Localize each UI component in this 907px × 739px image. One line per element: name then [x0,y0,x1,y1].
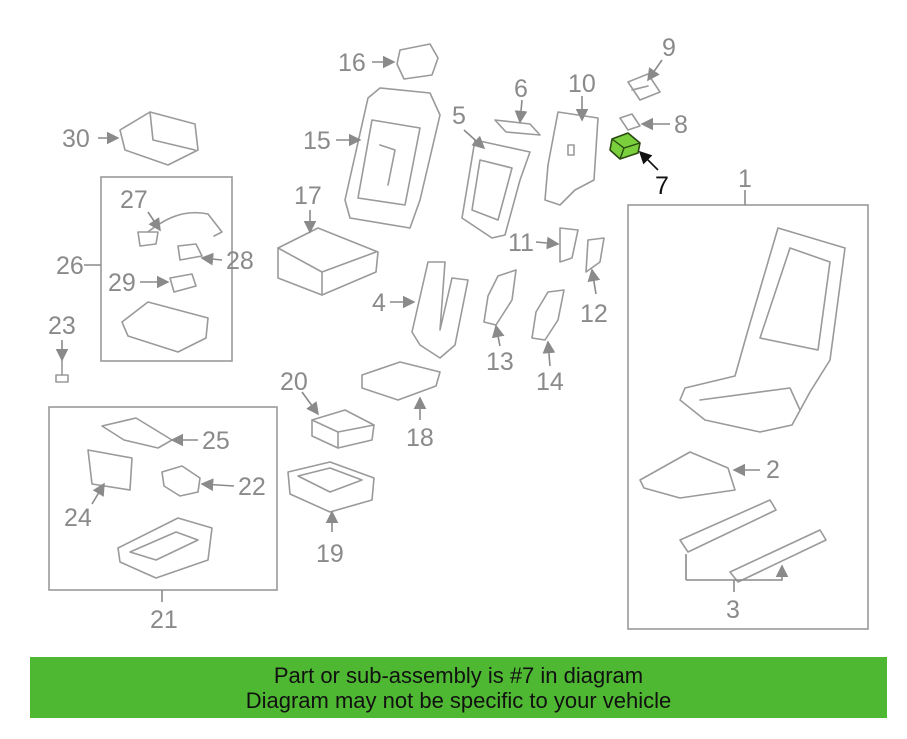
callout-8: 8 [674,111,688,139]
callout-21: 21 [150,606,178,634]
callout-4: 4 [372,289,386,317]
callout-10: 10 [568,70,596,98]
callout-22: 22 [238,473,266,501]
part-10[interactable] [544,111,599,206]
part-6[interactable] [494,119,541,136]
group-box-26 [100,176,233,362]
callout-6: 6 [514,75,528,103]
callout-3: 3 [726,596,740,624]
part-12[interactable] [585,237,605,273]
callout-17: 17 [294,182,322,210]
callout-11: 11 [508,229,534,257]
part-7-highlighted[interactable] [609,132,641,160]
callout-2: 2 [766,456,780,484]
part-13[interactable] [483,269,517,326]
part-11[interactable] [559,227,579,263]
parts-diagram: 16 30 15 17 5 6 10 9 8 7 1 4 11 12 13 14… [48,34,869,634]
part-26-base[interactable] [121,301,209,353]
callout-5: 5 [452,102,466,130]
part-20[interactable] [311,409,375,449]
callout-24: 24 [64,504,92,532]
group-box-21 [48,406,278,591]
part-1-seat-frame[interactable] [679,227,846,433]
part-2[interactable] [639,451,736,499]
part-21-assembly[interactable] [117,517,213,579]
callout-14: 14 [536,368,564,396]
callout-9: 9 [662,34,676,62]
group-box-1 [627,204,869,630]
callout-29: 29 [108,269,136,297]
banner-line-1: Part or sub-assembly is #7 in diagram [273,663,644,688]
part-19[interactable] [287,461,375,513]
callout-1: 1 [738,165,752,193]
part-23[interactable] [55,359,69,383]
part-24[interactable] [87,449,133,491]
part-15[interactable] [344,87,441,229]
part-4[interactable] [411,261,469,359]
callout-27: 27 [120,186,148,214]
part-16[interactable] [396,43,439,80]
part-30[interactable] [119,111,199,166]
part-5[interactable] [461,139,531,239]
part-14[interactable] [531,289,565,341]
part-3-rails[interactable] [679,499,827,583]
callout-18: 18 [406,424,434,452]
info-banner: Part or sub-assembly is #7 in diagram Di… [30,657,887,718]
callout-13: 13 [486,348,514,376]
part-17[interactable] [277,227,379,296]
part-18[interactable] [361,361,441,401]
callout-28: 28 [226,247,254,275]
part-25[interactable] [101,417,173,449]
part-22[interactable] [161,465,201,497]
callout-16: 16 [338,49,366,77]
callout-12: 12 [580,300,608,328]
callout-15: 15 [303,127,331,155]
callout-26: 26 [56,252,84,280]
callout-30: 30 [62,125,90,153]
callout-23: 23 [48,312,76,340]
part-9[interactable] [627,73,661,101]
part-29[interactable] [169,273,197,293]
part-28[interactable] [177,243,203,261]
callout-7: 7 [655,172,669,200]
callout-25: 25 [202,427,230,455]
banner-line-2: Diagram may not be specific to your vehi… [245,688,672,713]
callout-19: 19 [316,540,344,568]
part-8[interactable] [619,113,641,131]
part-27[interactable] [137,211,223,247]
callout-20: 20 [280,368,308,396]
